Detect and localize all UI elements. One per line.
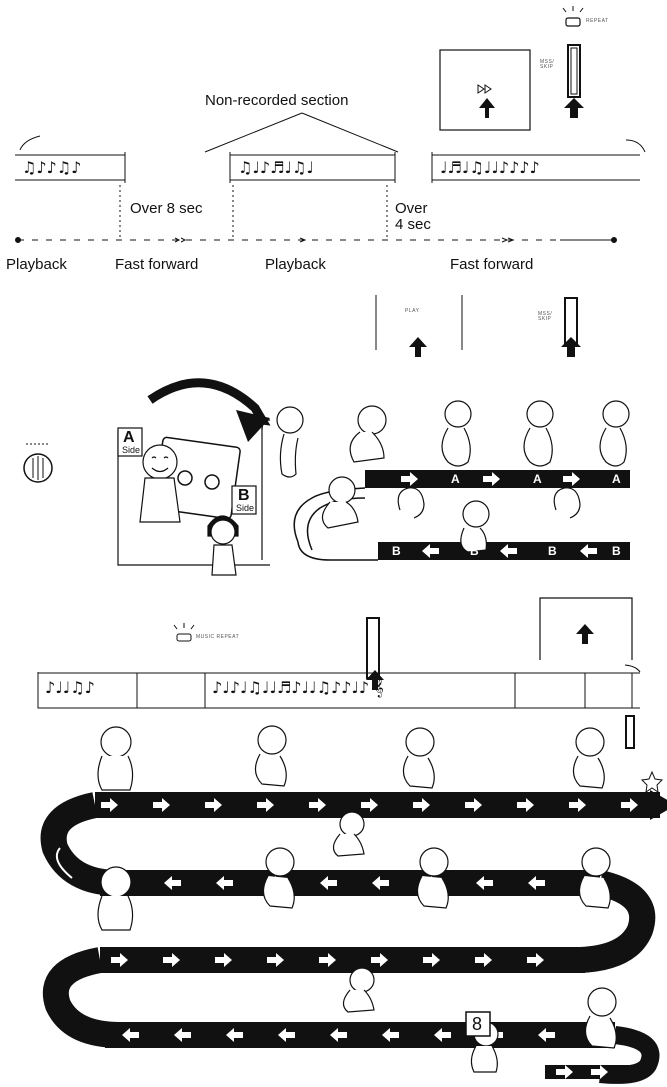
music-notes-row-4: ♪♩♩♫♪: [45, 680, 95, 696]
segment-playback-2: Playback: [265, 257, 326, 272]
music-notes-row-1: ♫♪♪♫♪: [22, 160, 81, 176]
side-a-figure: [140, 445, 180, 522]
press-arrow-icon-6: [576, 624, 594, 644]
belt-a-letter-1: A: [451, 473, 460, 485]
counter-value: 8: [472, 1015, 482, 1033]
fast-forward-icon: [478, 85, 491, 93]
side-switch-knob: [24, 444, 52, 482]
side-b-figure: [208, 516, 238, 575]
press-arrow-icon-3: [409, 337, 427, 357]
segment-fast-forward-1: Fast forward: [115, 257, 198, 272]
side-a-word: Side: [122, 446, 140, 455]
music-notes-row-5: ♪♩♪♩♫♩♩♬♪♩♩♫♪♪♩♪ 𝄞: [212, 680, 384, 696]
repeat-indicator-lamp: [563, 6, 583, 26]
belt-a-letter-2: A: [533, 473, 542, 485]
belt-b-letter-2: B: [470, 545, 479, 557]
over-8-sec-label: Over 8 sec: [130, 201, 203, 216]
side-b-word: Side: [236, 504, 254, 513]
mss-skip-lever-3: [367, 618, 379, 678]
conductor-figure: [277, 407, 303, 477]
star-icon: [642, 772, 662, 792]
mss-skip-lever-4: [626, 716, 634, 748]
tape-strip-top: [15, 136, 645, 183]
press-arrow-icon-2: [564, 98, 584, 118]
belt-b-letter-1: B: [392, 545, 401, 557]
segment-playback-1: Playback: [6, 257, 67, 272]
music-repeat-label: MUSIC REPEAT: [196, 635, 239, 640]
side-a-letter: A: [123, 430, 135, 446]
non-recorded-bracket: [205, 113, 398, 152]
over-4-sec-label-1: Over: [395, 201, 428, 216]
belt-b-letter-4: B: [612, 545, 621, 557]
segment-fast-forward-2: Fast forward: [450, 257, 533, 272]
music-repeat-lamp: [174, 623, 194, 641]
music-notes-row-2: ♫♩♪♬♩♫♩: [238, 160, 314, 176]
mss-label-mid: MSS/ SKIP: [538, 312, 560, 322]
belt-a-letter-3: A: [612, 473, 621, 485]
press-arrow-icon: [479, 98, 495, 118]
belt-b-letter-3: B: [548, 545, 557, 557]
side-b-letter: B: [238, 488, 250, 504]
repeat-indicator-label: REPEAT: [586, 19, 609, 24]
flip-arrow: [150, 383, 270, 442]
mss-skip-lever: [568, 45, 580, 97]
mss-label-top: MSS/ SKIP: [540, 60, 562, 70]
timeline-line: [16, 238, 617, 243]
play-label: PLAY: [405, 309, 419, 314]
music-notes-row-3: ♩♬♩♫♩♩♪♪♪♪: [440, 160, 540, 176]
singer-figures-serpentine: [98, 726, 616, 1072]
over-4-sec-label-2: 4 sec: [395, 217, 431, 232]
non-recorded-label: Non-recorded section: [205, 93, 348, 108]
